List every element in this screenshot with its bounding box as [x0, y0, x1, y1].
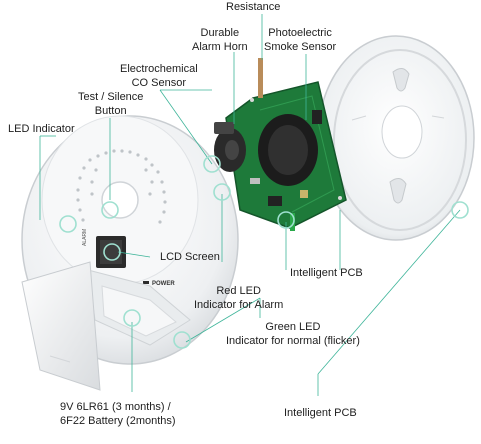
battery-cover: [21, 261, 101, 391]
label-photoelectric-sensor: Photoelectric Smoke Sensor: [264, 27, 337, 53]
label-durable-alarm-horn: Durable Alarm Horn: [192, 27, 248, 53]
label-intelligent-pcb-top: Intelligent PCB: [290, 267, 363, 279]
callout-markers: [59, 155, 469, 349]
label-red-led: Red LED Indicator for Alarm: [194, 285, 284, 311]
label-led-indicator: LED Indicator: [8, 123, 75, 135]
power-text: POWER: [152, 281, 175, 287]
leader-lines: [39, 14, 461, 396]
mounting-plate: [317, 35, 475, 241]
label-battery: 9V 6LR61 (3 months) / 6F22 Battery (2mon…: [60, 401, 176, 427]
label-test-silence-button: Test / Silence Button: [78, 91, 144, 117]
label-intelligent-pcb-bottom: Intelligent PCB: [284, 407, 357, 419]
pcb-board: [211, 58, 347, 231]
label-green-led: Green LED Indicator for normal (flicker): [226, 321, 360, 347]
label-lcd-screen: LCD Screen: [160, 251, 220, 263]
alarm-side-text: ALARM: [82, 229, 88, 246]
label-electrochemical-sensor: Electrochemical CO Sensor: [120, 63, 198, 89]
label-resistance: Resistance: [226, 1, 281, 13]
